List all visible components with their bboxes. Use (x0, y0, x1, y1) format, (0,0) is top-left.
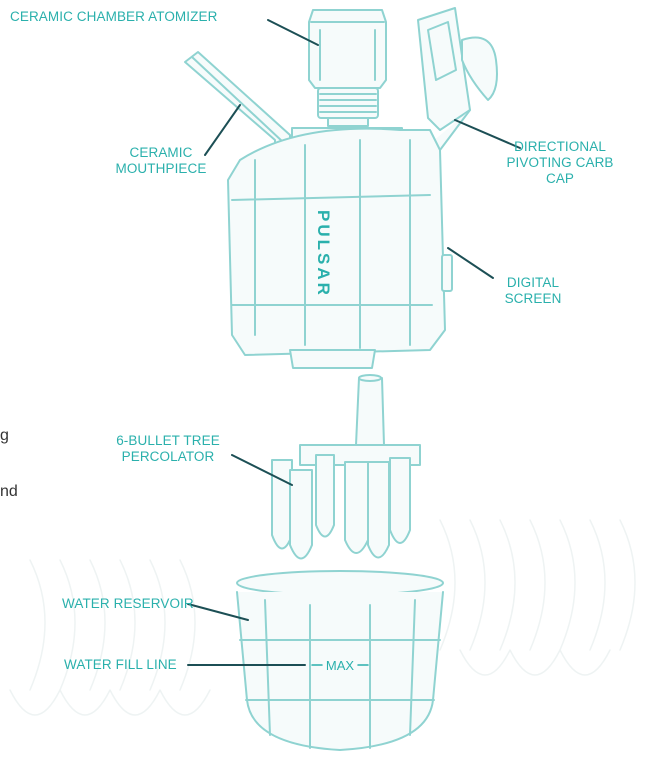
ceramic-mouthpiece-icon (185, 52, 290, 150)
atomizer-icon (309, 10, 386, 126)
brand-logo: PULSAR (314, 210, 333, 298)
label-screen: DIGITAL SCREEN (493, 275, 573, 307)
cropped-text-2: nd (0, 483, 18, 501)
label-carb-cap: DIRECTIONAL PIVOTING CARB CAP (495, 139, 625, 187)
label-percolator: 6-BULLET TREE PERCOLATOR (103, 433, 233, 465)
label-atomizer: CERAMIC CHAMBER ATOMIZER (10, 9, 217, 25)
label-fill-line: WATER FILL LINE (64, 657, 177, 673)
max-mark: MAX (326, 658, 355, 673)
label-reservoir: WATER RESERVOIR (62, 596, 194, 612)
carb-cap-icon (418, 8, 497, 150)
percolator-bullets-icon (272, 445, 420, 559)
label-mouthpiece: CERAMIC MOUTHPIECE (95, 145, 227, 177)
main-body-icon (228, 128, 452, 368)
cropped-text-1: g (0, 427, 9, 445)
percolator-stem-icon (356, 375, 384, 445)
